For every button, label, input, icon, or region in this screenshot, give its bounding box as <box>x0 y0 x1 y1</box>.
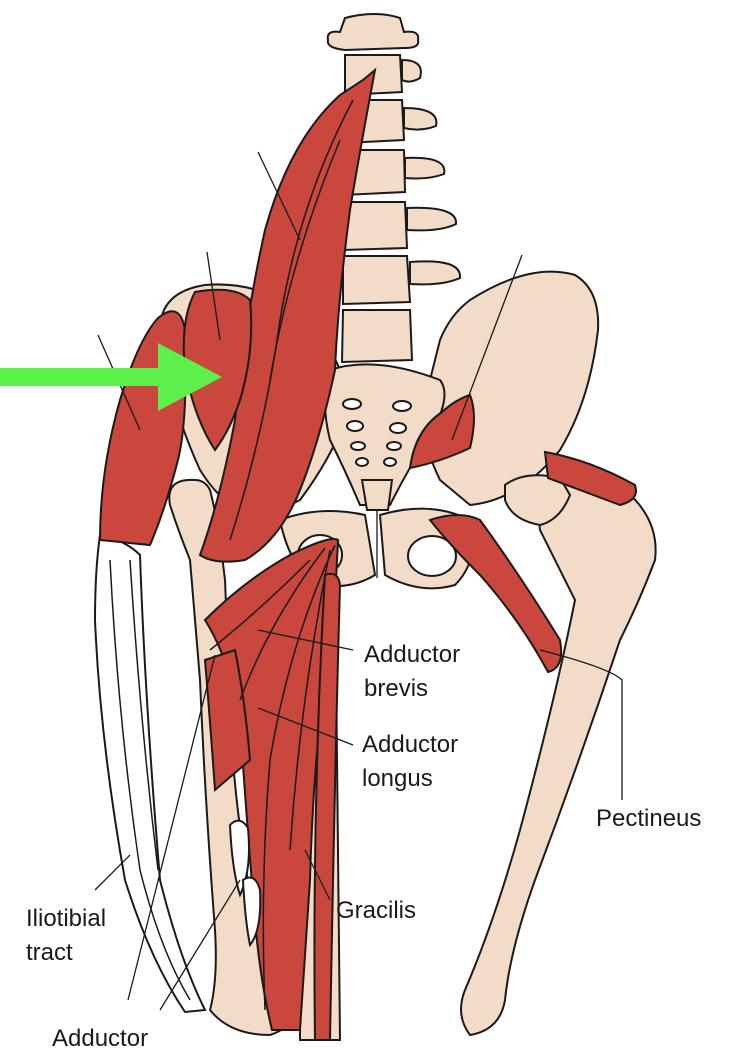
label-adductor-brevis-line1: Adductor <box>364 641 460 668</box>
label-adductor-longus-line1: Adductor <box>362 731 458 758</box>
label-adductor-longus-line2: longus <box>362 765 433 792</box>
sacral-foramina <box>342 398 412 467</box>
label-adductor-brevis-line2: brevis <box>364 675 428 702</box>
label-adductor-bottom: Adductor <box>52 1025 148 1050</box>
label-iliotibial-line1: Iliotibial <box>26 905 106 932</box>
label-gracilis: Gracilis <box>336 897 416 924</box>
labels: Adductor brevis Adductor longus Pectineu… <box>26 641 701 1050</box>
label-pectineus: Pectineus <box>596 805 701 832</box>
leader-lines <box>94 151 623 1011</box>
iliotibial-tract <box>93 533 207 1014</box>
label-iliotibial-line2: tract <box>26 939 73 966</box>
green-arrow-icon <box>0 343 222 411</box>
